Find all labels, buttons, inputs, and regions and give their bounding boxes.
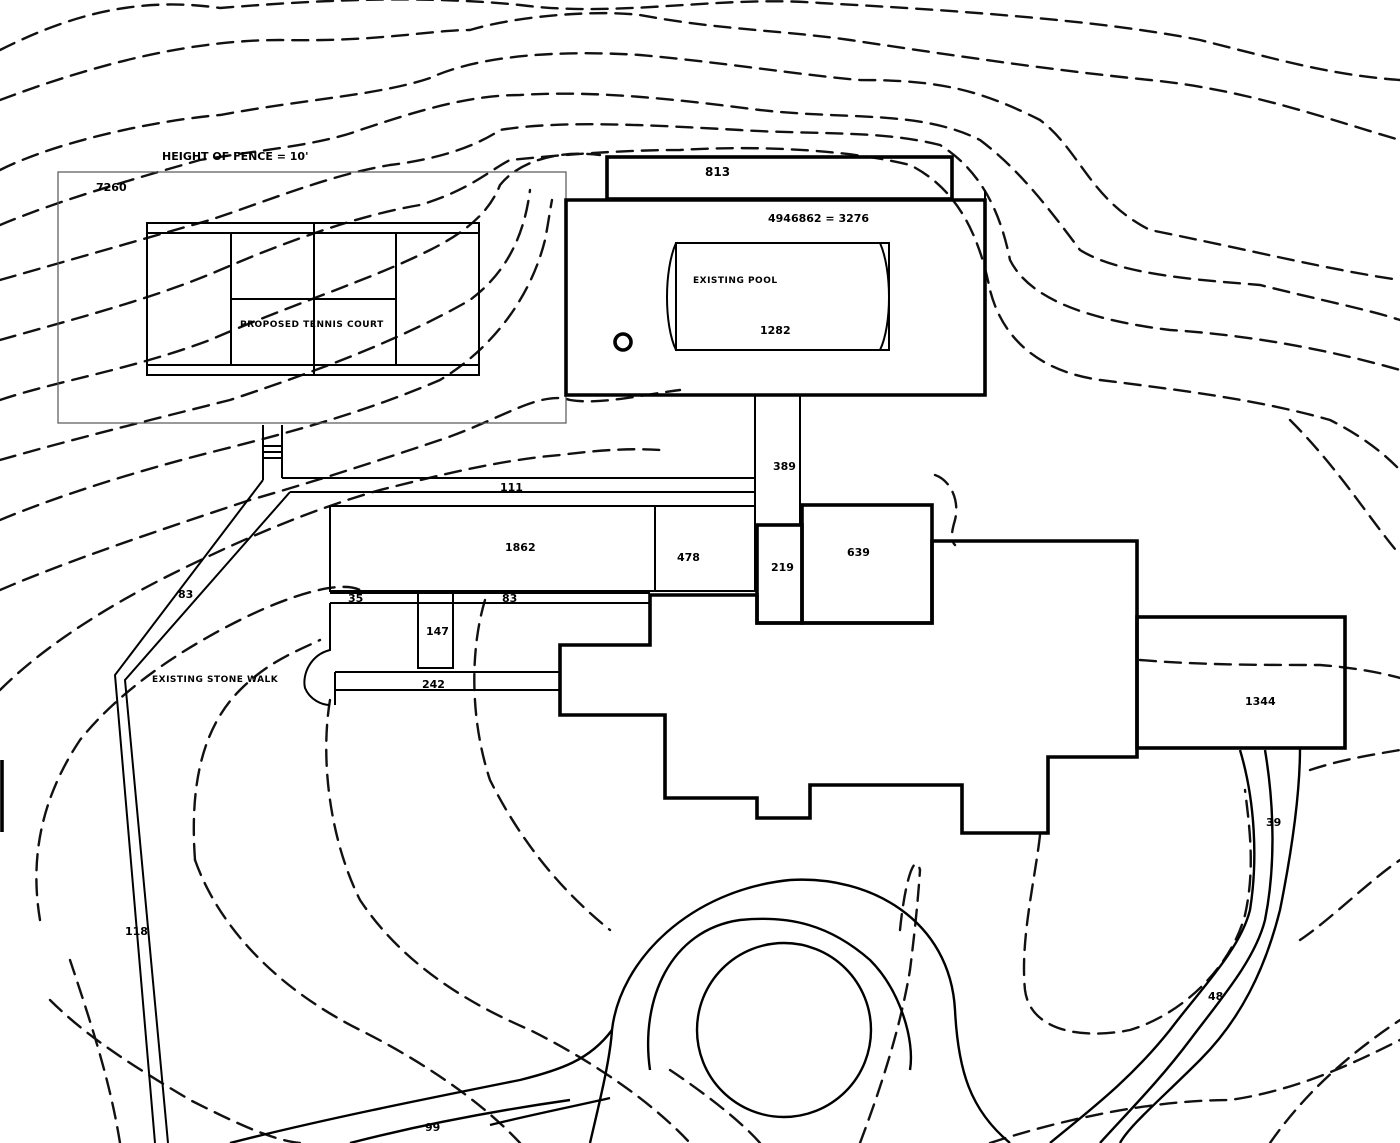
main-house: [558, 539, 1139, 835]
spa-icon: [613, 332, 633, 352]
garage-1344: [1135, 615, 1347, 750]
contour-line: [35, 585, 362, 922]
turnaround-outer: [588, 878, 1011, 1143]
tennis-area-label: 7260: [96, 181, 127, 194]
pool-area-label: 1282: [760, 324, 791, 337]
contour-line: [0, 123, 1400, 372]
contour-line: [0, 152, 602, 402]
contour-line: [0, 388, 682, 592]
contour-line: [1308, 748, 1400, 772]
driveways: 39 48 99: [229, 747, 1302, 1143]
pool-deck-label: 4946862 = 3276: [768, 212, 869, 225]
drive-99-label: 99: [425, 1121, 440, 1134]
garage-label: 1344: [1245, 695, 1276, 708]
contour-line: [325, 698, 692, 1143]
contour-line: [0, 0, 1400, 82]
room-219-label: 219: [771, 561, 794, 574]
contour-line: [0, 448, 662, 692]
room-639-label: 639: [847, 546, 870, 559]
contour-line: [192, 638, 322, 862]
drive-edge: [229, 1029, 613, 1143]
contour-line: [48, 998, 302, 1143]
contour-line: [1288, 418, 1400, 557]
contour-line: [898, 862, 922, 932]
walk-242-label: 242: [422, 678, 445, 691]
house-footprint: [558, 539, 1139, 835]
tennis-fence-boundary: [57, 171, 567, 424]
drive-48-label: 48: [1208, 990, 1223, 1003]
tennis-court-area: HEIGHT OF FENCE = 10' 7260 PROPOSED TENN…: [57, 150, 567, 424]
contour-line: [0, 92, 1400, 322]
walkway-111: 111: [282, 477, 755, 494]
contour-line: [0, 11, 1400, 142]
contour-line: [1022, 788, 1252, 1035]
walk-111-label: 111: [500, 481, 523, 494]
contour-line: [1298, 858, 1400, 942]
contour-line: [0, 198, 554, 522]
contour-line: [668, 1068, 762, 1143]
pool-basin: [675, 242, 890, 351]
room-147: [417, 592, 454, 669]
porch-35-label: 35: [348, 592, 363, 605]
path-edge: [123, 491, 291, 1143]
turnaround-inner: [646, 917, 913, 1071]
drive-edge: [349, 1098, 571, 1143]
room-219: [755, 523, 804, 625]
path-edge: [113, 479, 264, 1143]
room-478-label: 478: [677, 551, 700, 564]
garage: 1344: [1135, 615, 1347, 750]
entry-arc: [303, 603, 331, 706]
contour-line: [988, 1038, 1400, 1143]
stone-path-left: 83 118 EXISTING STONE WALK: [113, 479, 291, 1143]
stair-label: 389: [773, 460, 796, 473]
cabana-label: 813: [705, 165, 730, 179]
wing-1862-label: 1862: [505, 541, 536, 554]
contour-line: [0, 146, 1400, 472]
house-upper-wing: 1862 478 219 639: [329, 503, 934, 625]
path-118-label: 118: [125, 925, 148, 938]
pool-name-label: EXISTING POOL: [693, 276, 778, 286]
contour-line: [933, 473, 958, 547]
tennis-steps: [262, 425, 283, 480]
contour-line: [0, 188, 532, 462]
porches: 35 83 147 242: [303, 592, 650, 706]
drive-edge: [1049, 749, 1256, 1143]
drive-edge: [1118, 747, 1302, 1143]
room-147-label: 147: [426, 625, 449, 638]
contour-line: [473, 598, 612, 932]
contour-line: [1268, 1018, 1400, 1143]
stair-link: 389: [754, 394, 801, 526]
drive-edge: [489, 1096, 611, 1127]
turnaround-island: [695, 941, 873, 1119]
room-478: [654, 505, 756, 592]
porch-83-label: 83: [502, 592, 517, 605]
pool-area: 813 4946862 = 3276 EXISTING POOL 1282: [564, 155, 987, 397]
contour-line: [1138, 658, 1400, 680]
path-83-label: 83: [178, 588, 193, 601]
contour-line: [193, 858, 522, 1143]
fence-height-label: HEIGHT OF FENCE = 10': [162, 150, 308, 163]
wing-1862: [329, 505, 656, 592]
pool-deck: [564, 198, 987, 397]
room-639: [800, 503, 934, 625]
drive-39-label: 39: [1266, 816, 1281, 829]
drive-edge: [1099, 749, 1274, 1143]
walk-242: [334, 671, 560, 705]
tennis-court-label: PROPOSED TENNIS COURT: [240, 320, 384, 330]
contour-line: [858, 868, 922, 1143]
contour-line: [0, 52, 1400, 282]
stone-walk-label: EXISTING STONE WALK: [152, 675, 279, 685]
